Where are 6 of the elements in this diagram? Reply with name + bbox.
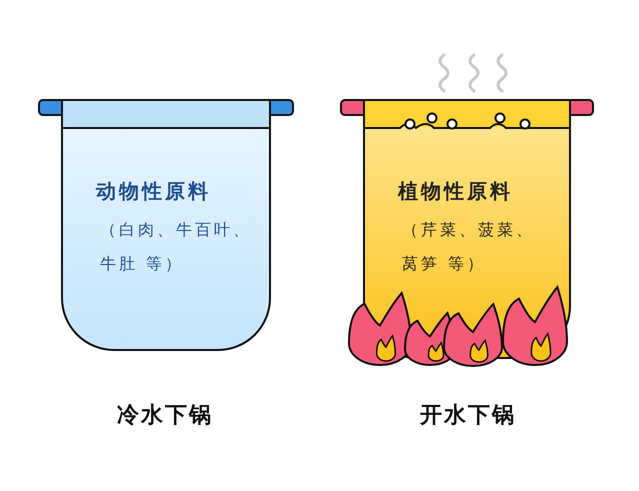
pot-heading: 植物性原料 xyxy=(398,178,514,205)
ingredient-examples: （白肉、牛百叶、牛肚 等） xyxy=(99,219,253,275)
pot-caption: 开水下锅 xyxy=(418,402,517,430)
pot-caption: 冷水下锅 xyxy=(116,402,214,430)
ingredient-examples: （芹菜、菠菜、莴笋 等） xyxy=(401,219,536,275)
pot-heading: 动物性原料 xyxy=(96,178,212,205)
